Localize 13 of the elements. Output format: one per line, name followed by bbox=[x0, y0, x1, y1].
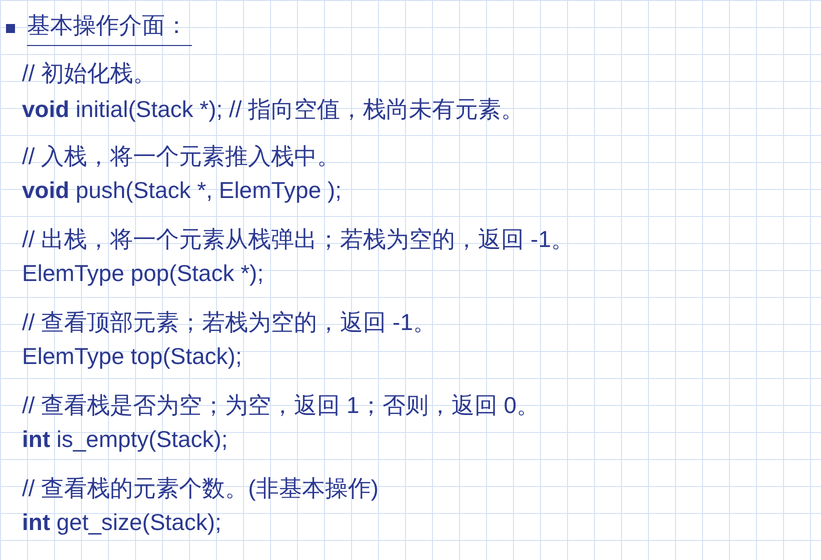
comment-text: // 查看顶部元素；若栈为空的，返回 -1。 bbox=[22, 308, 436, 337]
comment-text: // 查看栈的元素个数。(非基本操作) bbox=[22, 474, 378, 503]
comment-text: // 入栈，将一个元素推入栈中。 bbox=[22, 142, 340, 171]
code-line: ElemType pop(Stack *); bbox=[22, 260, 264, 287]
code-line: ElemType top(Stack); bbox=[22, 343, 242, 370]
comment-text: // 出栈，将一个元素从栈弹出；若栈为空的，返回 -1。 bbox=[22, 225, 574, 254]
code-line: void push(Stack *, ElemType ); bbox=[22, 177, 342, 204]
comment-text: // 查看栈是否为空；为空，返回 1；否则，返回 0。 bbox=[22, 391, 540, 420]
code-line: int get_size(Stack); bbox=[22, 509, 222, 536]
comment-text: // 初始化栈。 bbox=[22, 59, 156, 88]
code-line: int is_empty(Stack); bbox=[22, 426, 228, 453]
heading-text: 基本操作介面： bbox=[27, 10, 192, 46]
code-line: void initial(Stack *); // 指向空值，栈尚未有元素。 bbox=[22, 95, 524, 124]
